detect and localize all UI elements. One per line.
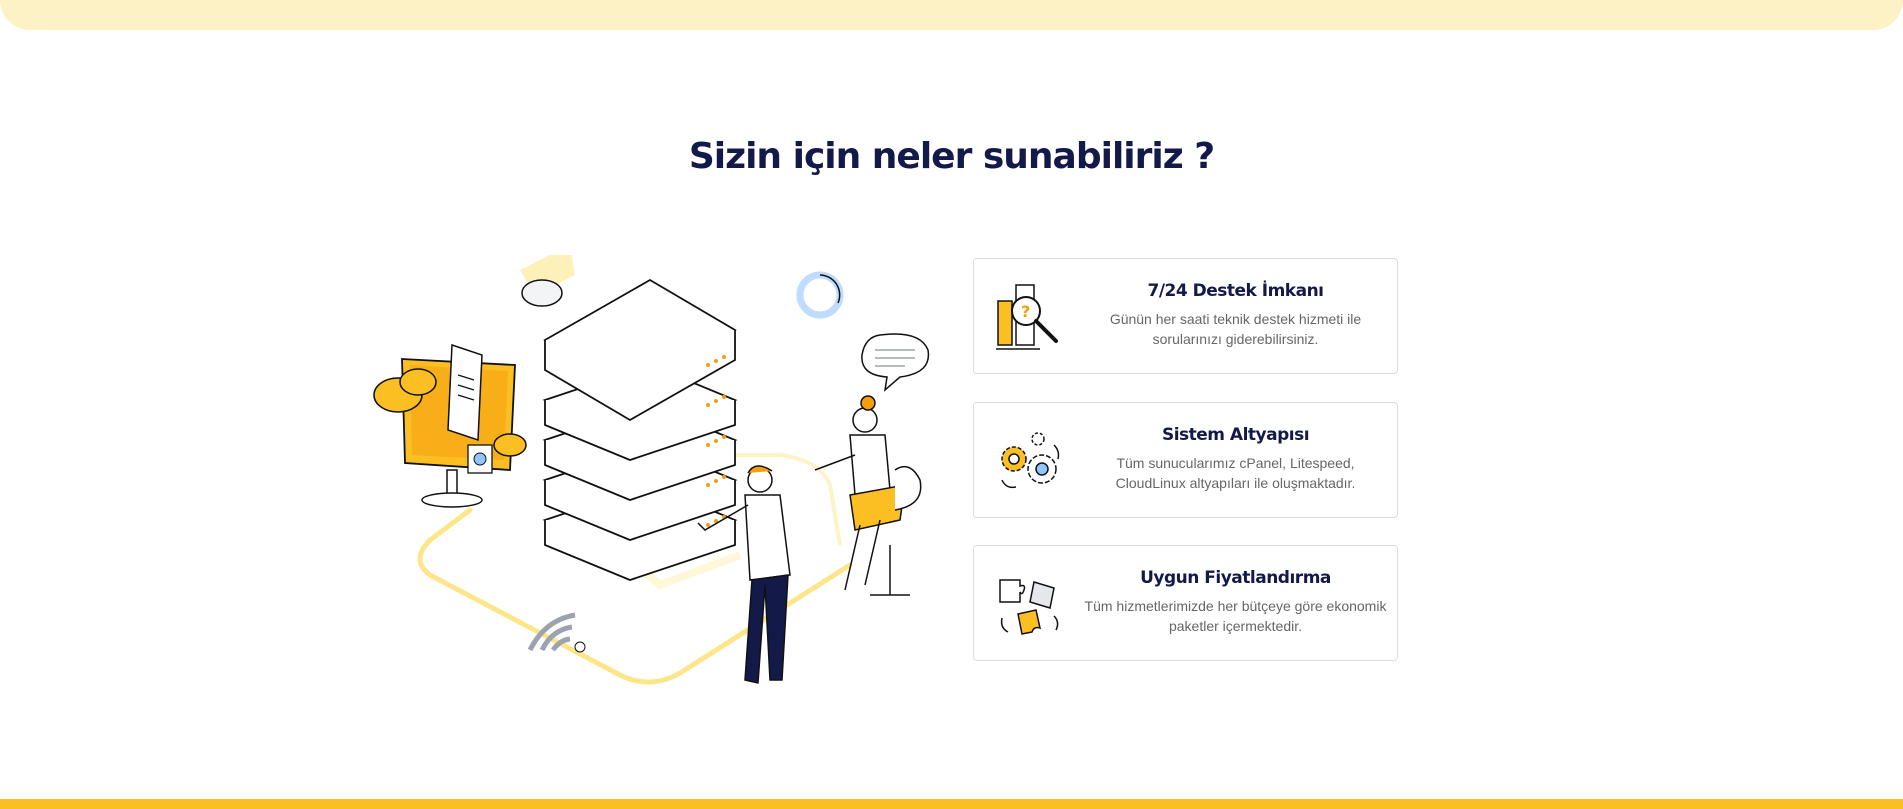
- feature-title: 7/24 Destek İmkanı: [1147, 281, 1325, 301]
- gears-icon: [1001, 432, 1060, 489]
- footer-band: [0, 799, 1903, 809]
- svg-text:?: ?: [1021, 302, 1030, 321]
- feature-description: Günün her saati teknik destek hizmeti il…: [1109, 311, 1362, 347]
- puzzle-icon: [999, 579, 1059, 635]
- feature-title: Sistem Altyapısı: [1161, 425, 1310, 445]
- feature-card-infrastructure: Sistem Altyapısı Tüm sunucularımız cPane…: [973, 402, 1398, 518]
- feature-title: Uygun Fiyatlandırma: [1140, 568, 1331, 588]
- header-band: [0, 0, 1903, 30]
- feature-description: Tüm sunucularımız cPanel, Litespeed, Clo…: [1115, 455, 1356, 491]
- feature-card-pricing: Uygun Fiyatlandırma Tüm hizmetlerimizde …: [973, 545, 1398, 661]
- support-magnifier-icon: ?: [996, 284, 1058, 350]
- server-illustration: [373, 255, 930, 685]
- feature-description: Tüm hizmetlerimizde her bütçeye göre eko…: [1084, 598, 1387, 634]
- section-title: Sizin için neler sunabiliriz ?: [688, 136, 1215, 177]
- feature-card-support: ? 7/24 Destek İmkanı Günün her saati tek…: [973, 258, 1398, 374]
